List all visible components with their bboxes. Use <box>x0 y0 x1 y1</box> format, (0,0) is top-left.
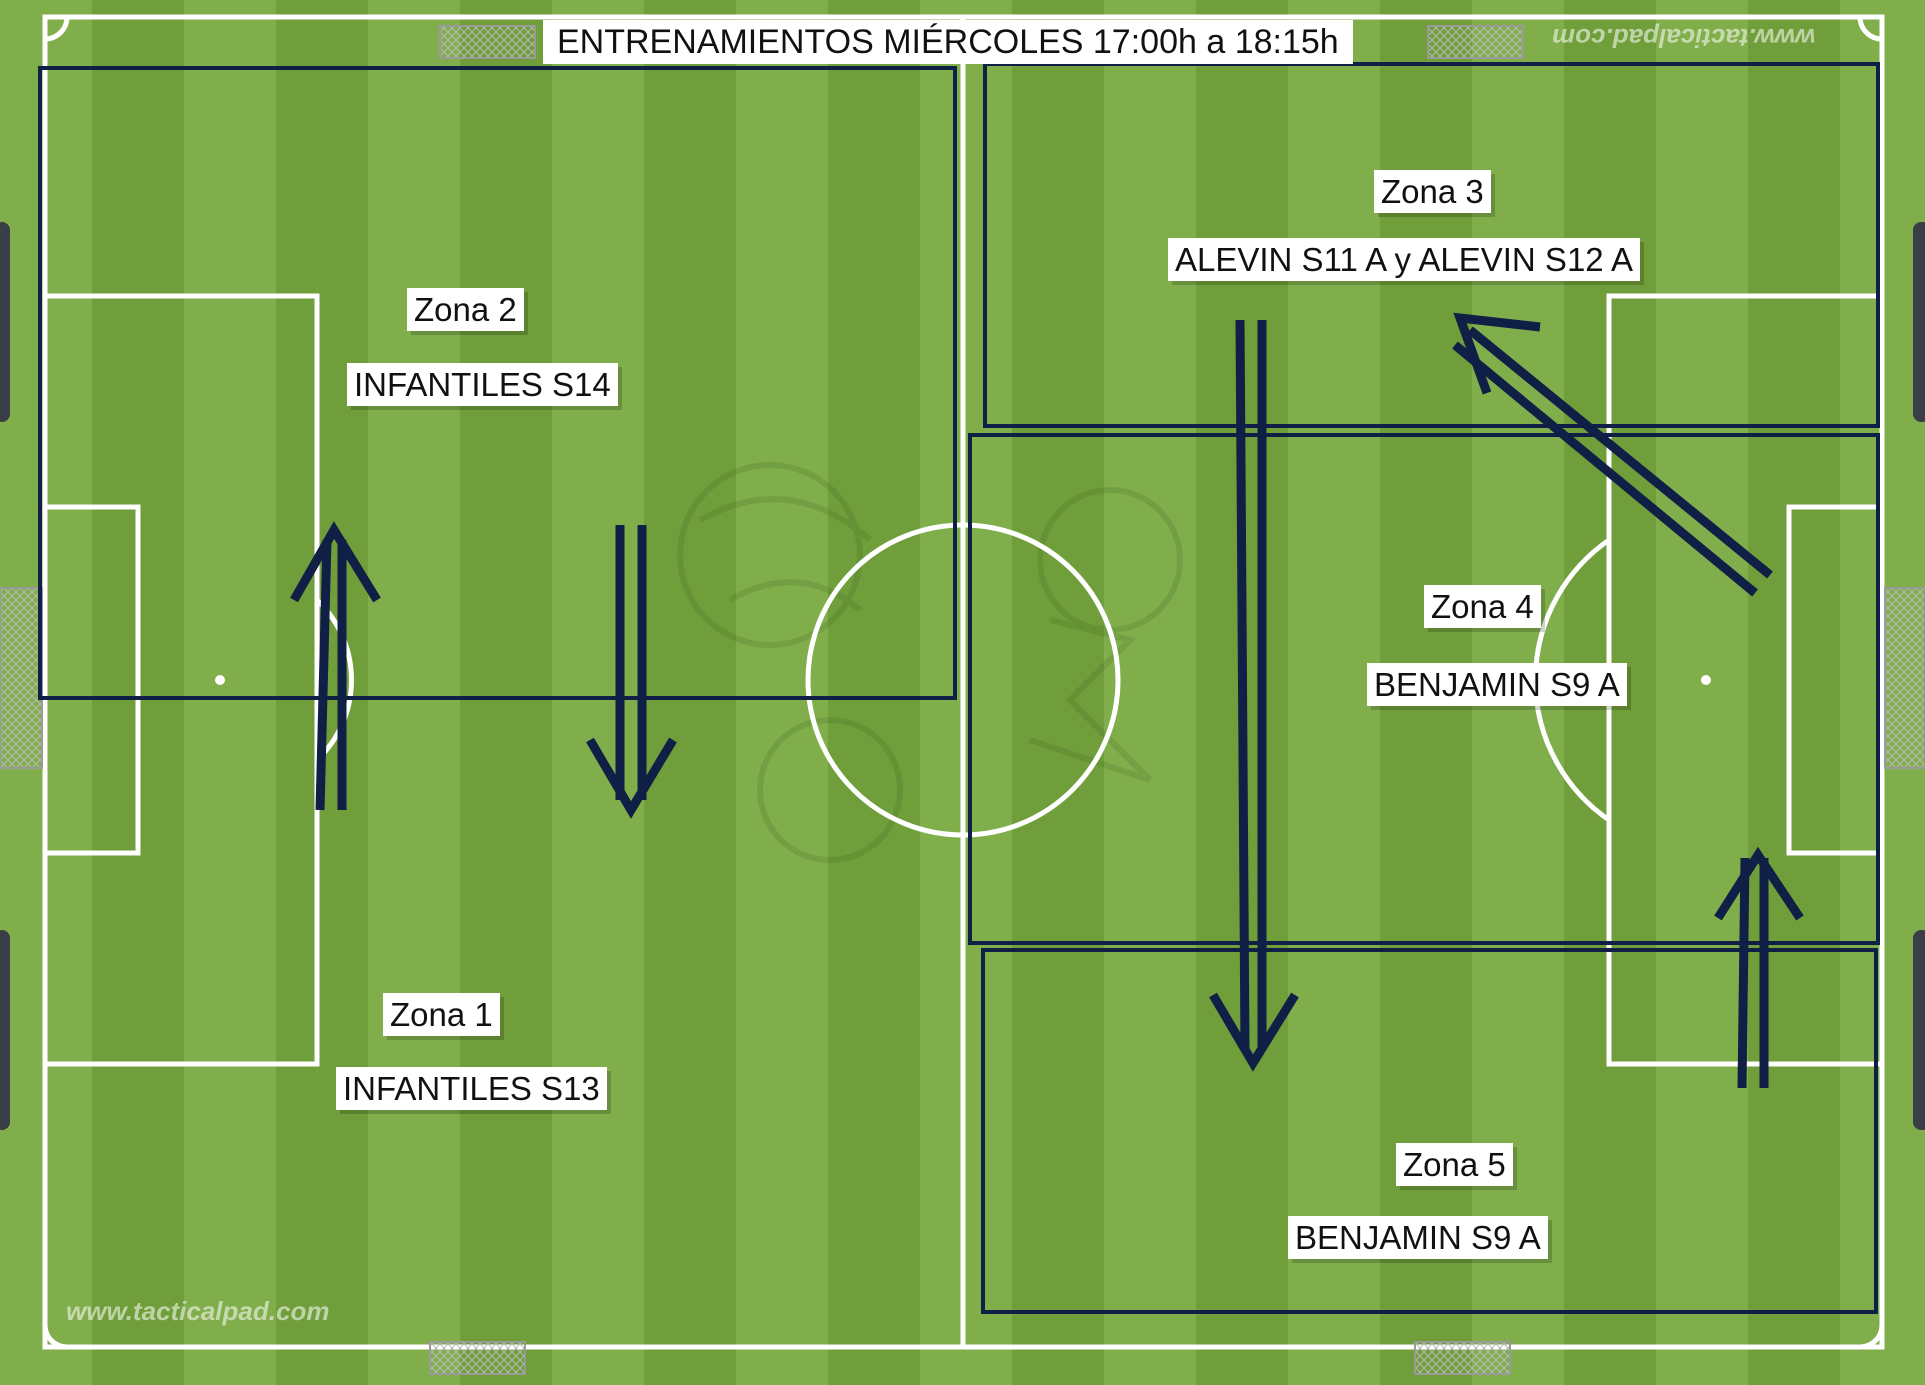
zone-5-box <box>981 948 1878 1314</box>
zone-1-label: Zona 1 <box>383 993 500 1036</box>
arrow-up-bottom-right <box>1714 846 1804 1089</box>
diagram-title: ENTRENAMIENTOS MIÉRCOLES 17:00h a 18:15h <box>543 20 1353 64</box>
watermark-bottom: www.tacticalpad.com <box>66 1296 330 1326</box>
zone-3-team: ALEVIN S11 A y ALEVIN S12 A <box>1168 238 1641 281</box>
zone-3-label: Zona 3 <box>1374 170 1491 213</box>
arrow-down-right <box>1209 319 1299 1072</box>
movement-arrows <box>290 312 1804 1089</box>
grass-stripe <box>1656 0 1748 1385</box>
grass-stripe <box>1288 0 1380 1385</box>
arrow-diagonal <box>1452 312 1773 597</box>
grass-stripe <box>552 0 644 1385</box>
zone-4-label: Zona 4 <box>1424 585 1541 628</box>
grass-stripe <box>1748 0 1840 1385</box>
zone-boxes <box>38 62 1880 1314</box>
grass-stripe <box>828 0 920 1385</box>
zone-1-team: INFANTILES S13 <box>336 1067 607 1110</box>
zone-4-team: BENJAMIN S9 A <box>1367 663 1627 706</box>
arrow-down-left <box>586 525 677 819</box>
zone-4-box <box>968 433 1880 945</box>
grass-stripe <box>460 0 552 1385</box>
grass-stripe <box>368 0 460 1385</box>
zone-2-box <box>38 66 957 700</box>
zone-2-label: Zona 2 <box>407 288 524 331</box>
zone-3-box <box>983 62 1880 428</box>
grass-stripe <box>920 0 1012 1385</box>
grass-stripe <box>736 0 828 1385</box>
zone-2-team: INFANTILES S14 <box>347 363 618 406</box>
zone-5-team: BENJAMIN S9 A <box>1288 1216 1548 1259</box>
penalty-spots <box>215 675 1711 685</box>
side-device-edges <box>0 222 1925 1130</box>
watermark-top: www.tacticalpad.com <box>1552 23 1816 53</box>
grass-stripe <box>184 0 276 1385</box>
goal-nets <box>0 25 1925 1375</box>
arrow-up-left <box>290 521 381 811</box>
grass-stripe <box>644 0 736 1385</box>
grass-stripe <box>1012 0 1104 1385</box>
zone-5-label: Zona 5 <box>1396 1143 1513 1186</box>
